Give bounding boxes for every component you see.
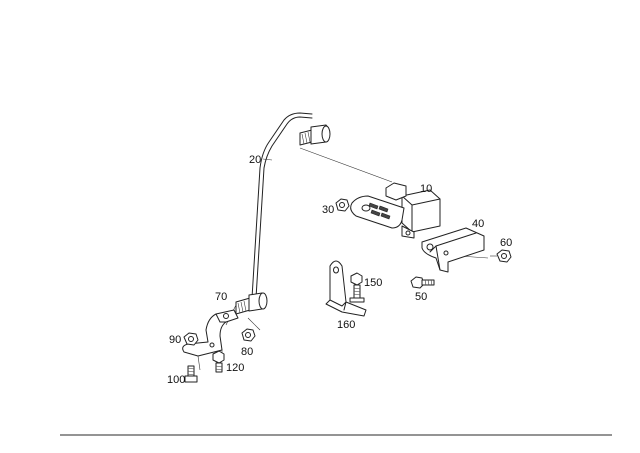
callout-30: 30 bbox=[322, 204, 334, 216]
bolt-150 bbox=[349, 272, 365, 303]
linkage-rod bbox=[235, 112, 331, 315]
nut-30 bbox=[335, 198, 350, 212]
callout-160: 160 bbox=[337, 319, 355, 331]
callout-10: 10 bbox=[420, 183, 432, 195]
screw-100 bbox=[184, 365, 198, 383]
callout-60: 60 bbox=[500, 237, 512, 249]
nut-90 bbox=[183, 332, 199, 346]
callout-labels: 10 20 30 40 50 60 70 80 90 100 120 150 1… bbox=[167, 154, 512, 386]
mounting-plate-160 bbox=[325, 260, 367, 317]
nut-80 bbox=[241, 328, 256, 342]
callout-20: 20 bbox=[249, 154, 261, 166]
callout-40: 40 bbox=[472, 218, 484, 230]
nut-60 bbox=[490, 249, 512, 263]
lower-bracket-70 bbox=[182, 309, 239, 371]
callout-70: 70 bbox=[215, 291, 227, 303]
callout-90: 90 bbox=[169, 334, 181, 346]
callout-80: 80 bbox=[241, 346, 253, 358]
callout-120: 120 bbox=[226, 362, 244, 374]
bracket-40 bbox=[421, 227, 485, 273]
bolt-120 bbox=[212, 350, 225, 373]
callout-100: 100 bbox=[167, 374, 185, 386]
bolt-50 bbox=[410, 276, 435, 289]
level-sensor bbox=[350, 182, 441, 239]
callout-50: 50 bbox=[415, 291, 427, 303]
callout-150: 150 bbox=[364, 277, 382, 289]
